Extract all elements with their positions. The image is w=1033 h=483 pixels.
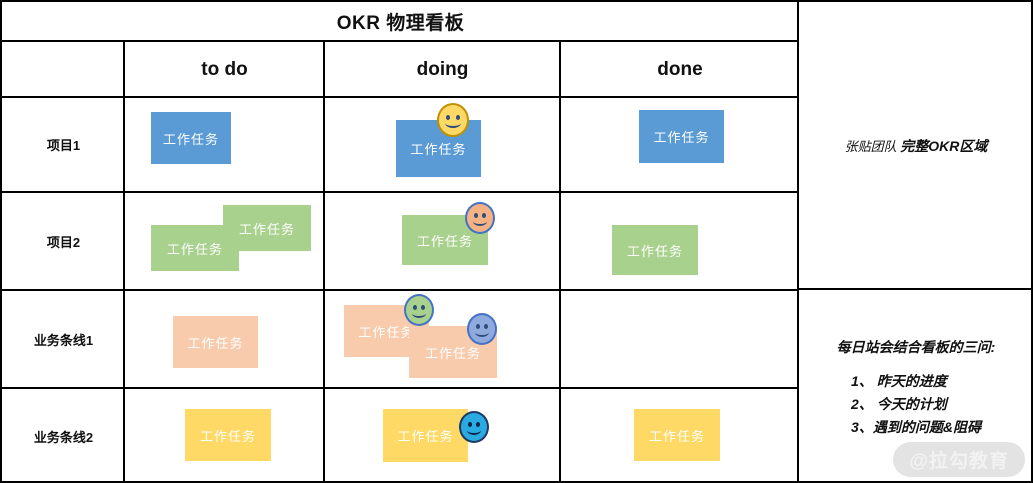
cell-line2-doing[interactable]: 工作任务 [325,389,559,483]
cell-project2-todo[interactable]: 工作任务 工作任务 [125,193,323,289]
cell-project2-done[interactable]: 工作任务 [561,193,797,289]
task-card[interactable]: 工作任务 [151,112,231,164]
avatar-mouth [445,118,461,129]
avatar-mouth [474,327,490,337]
avatar-smiley-orange[interactable] [465,202,495,234]
row-label-line1: 业务条线1 [33,332,94,348]
avatar-smiley-cyan[interactable] [459,411,489,443]
task-card[interactable]: 工作任务 [612,225,698,275]
avatar-eye-right [455,114,460,120]
grid-hline-row1 [2,191,799,193]
cell-line1-doing[interactable]: 工作任务 工作任务 [325,291,559,387]
standup-heading: 每日站会结合看板的三问: [836,338,996,355]
avatar-eye-right [484,323,489,329]
standup-question-2: 2、 今天的计划 [851,395,947,412]
avatar-mouth [411,308,427,318]
avatar-mouth [472,216,488,226]
cell-line1-todo[interactable]: 工作任务 [125,291,323,387]
grid-hline-header [2,96,799,98]
row-label-project2: 项目2 [46,234,81,250]
avatar-smiley-yellow[interactable] [437,103,469,137]
grid-hline-row3 [2,387,799,389]
grid-vline-label [123,40,125,483]
okr-area-prefix: 张贴团队 [844,138,901,154]
avatar-eye-right [421,304,426,310]
avatar-smiley-green[interactable] [404,294,434,326]
row-label-line2: 业务条线2 [33,429,94,445]
avatar-eye-left [475,323,480,329]
avatar-smiley-violet[interactable] [467,313,497,345]
row-label-project1: 项目1 [46,138,81,153]
task-card[interactable]: 工作任务 [151,225,239,271]
watermark: @拉勾教育 [893,442,1025,477]
avatar-eye-left [467,421,472,427]
task-card[interactable]: 工作任务 [634,409,720,461]
task-card[interactable]: 工作任务 [639,110,724,163]
avatar-eye-left [473,212,478,218]
kanban-table: OKR 物理看板 to do doing done 项目1 项目2 业务条线1 … [0,0,799,483]
side-panel-standup-area: 每日站会结合看板的三问: 1、 昨天的进度 2、 今天的计划 3、遇到的问题&阻… [799,290,1033,483]
cell-line2-done[interactable]: 工作任务 [561,389,797,483]
avatar-eye-right [476,421,481,427]
page-title: OKR 物理看板 [336,12,465,34]
task-card[interactable]: 工作任务 [185,409,271,461]
task-card[interactable]: 工作任务 [396,120,481,177]
standup-question-3: 3、遇到的问题&阻碍 [851,418,981,435]
okr-area-emphasis: 完整OKR区域 [900,137,988,154]
column-header-done: done [657,58,703,80]
avatar-mouth [466,425,482,435]
cell-project1-todo[interactable]: 工作任务 [125,98,323,191]
grid-hline-title [2,40,799,42]
grid-hline-row2 [2,289,799,291]
cell-project2-doing[interactable]: 工作任务 [325,193,559,289]
standup-question-list: 1、 昨天的进度 2、 今天的计划 3、遇到的问题&阻碍 [851,371,981,437]
standup-question-1: 1、 昨天的进度 [851,372,947,389]
side-panel-divider [799,288,1033,290]
avatar-eye-left [412,304,417,310]
task-card[interactable]: 工作任务 [383,409,468,462]
cell-project1-doing[interactable]: 工作任务 [325,98,559,191]
cell-project1-done[interactable]: 工作任务 [561,98,797,191]
grid-vline-doing [559,40,561,483]
cell-line1-done[interactable] [561,291,797,387]
avatar-eye-left [446,114,451,120]
avatar-eye-right [482,212,487,218]
grid-vline-todo [323,40,325,483]
board-title-cell: OKR 物理看板 [2,2,799,40]
column-header-todo: to do [201,58,248,80]
column-header-doing: doing [416,58,469,80]
task-card[interactable]: 工作任务 [173,316,258,368]
okr-area-note: 张贴团队 完整OKR区域 [845,136,988,156]
cell-line2-todo[interactable]: 工作任务 [125,389,323,483]
side-panel-okr-area: 张贴团队 完整OKR区域 [799,2,1033,289]
side-panel: 张贴团队 完整OKR区域 每日站会结合看板的三问: 1、 昨天的进度 2、 今天… [797,0,1033,483]
